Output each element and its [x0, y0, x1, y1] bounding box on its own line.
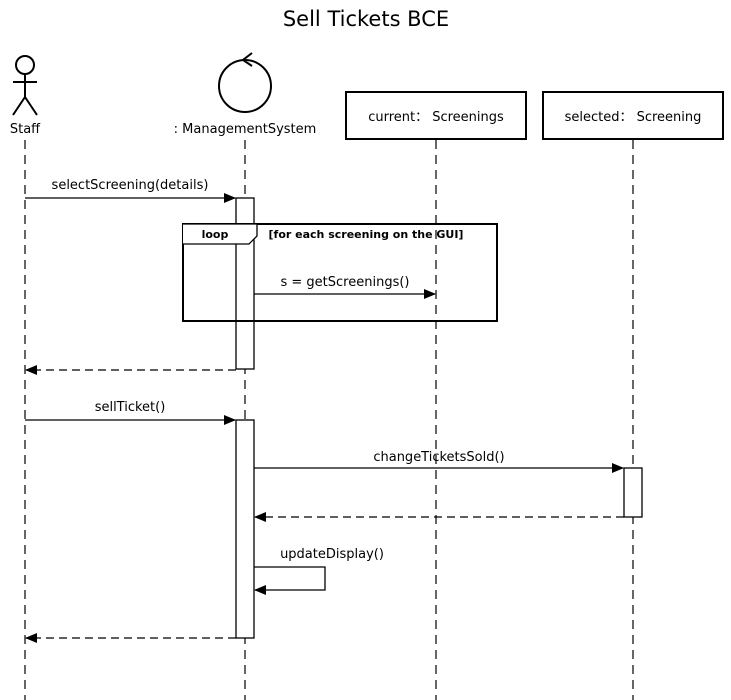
message-sell-ticket-label: sellTicket() [95, 400, 166, 415]
loop-operator-label: loop [202, 228, 229, 241]
participant-selected-screening-label: selected： Screening [565, 110, 702, 125]
activation-bar [235, 419, 255, 639]
message-update-display-label: updateDisplay() [280, 547, 384, 562]
message-get-screenings-label: s = getScreenings() [281, 275, 410, 290]
participant-management-system-label: : ManagementSystem [174, 122, 317, 137]
loop-guard-label: [for each screening on the GUI] [269, 228, 464, 241]
participant-current-screenings-label: current： Screenings [368, 110, 504, 125]
message-update-display: updateDisplay() [254, 547, 384, 595]
control-management-system-icon [218, 52, 272, 113]
message-sell-ticket: sellTicket() [25, 400, 236, 425]
message-select-screening: selectScreening(details) [25, 178, 236, 203]
message-change-tickets-sold: changeTicketsSold() [254, 450, 624, 473]
participant-selected-screening: selected： Screening [542, 91, 724, 140]
participant-current-screenings: current： Screenings [345, 91, 527, 140]
message-get-screenings: s = getScreenings() [254, 275, 436, 299]
diagram-title: Sell Tickets BCE [283, 7, 449, 31]
actor-staff-icon [12, 55, 38, 116]
activation-bar [623, 467, 643, 518]
message-select-screening-label: selectScreening(details) [52, 178, 209, 193]
message-change-tickets-sold-label: changeTicketsSold() [373, 450, 504, 465]
loop-fragment: loop [for each screening on the GUI] [182, 223, 498, 322]
participant-staff-label: Staff [10, 122, 41, 137]
